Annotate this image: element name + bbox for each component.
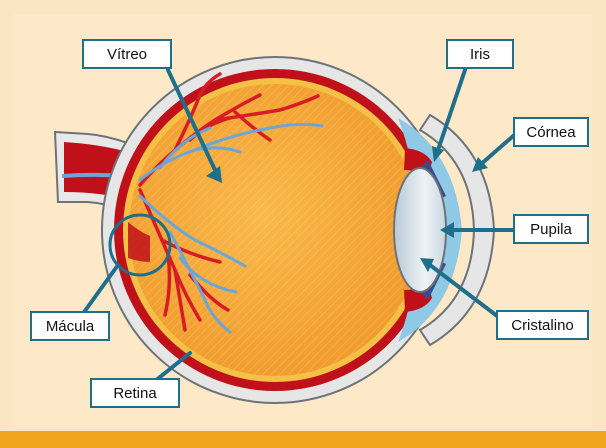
label-cornea: Córnea	[513, 117, 589, 147]
label-iris: Iris	[446, 39, 514, 69]
label-macula: Mácula	[30, 311, 110, 341]
label-vitreo: Vítreo	[82, 39, 172, 69]
bottom-band	[0, 431, 606, 448]
label-retina: Retina	[90, 378, 180, 408]
label-pupila: Pupila	[513, 214, 589, 244]
label-cristalino: Cristalino	[496, 310, 589, 340]
